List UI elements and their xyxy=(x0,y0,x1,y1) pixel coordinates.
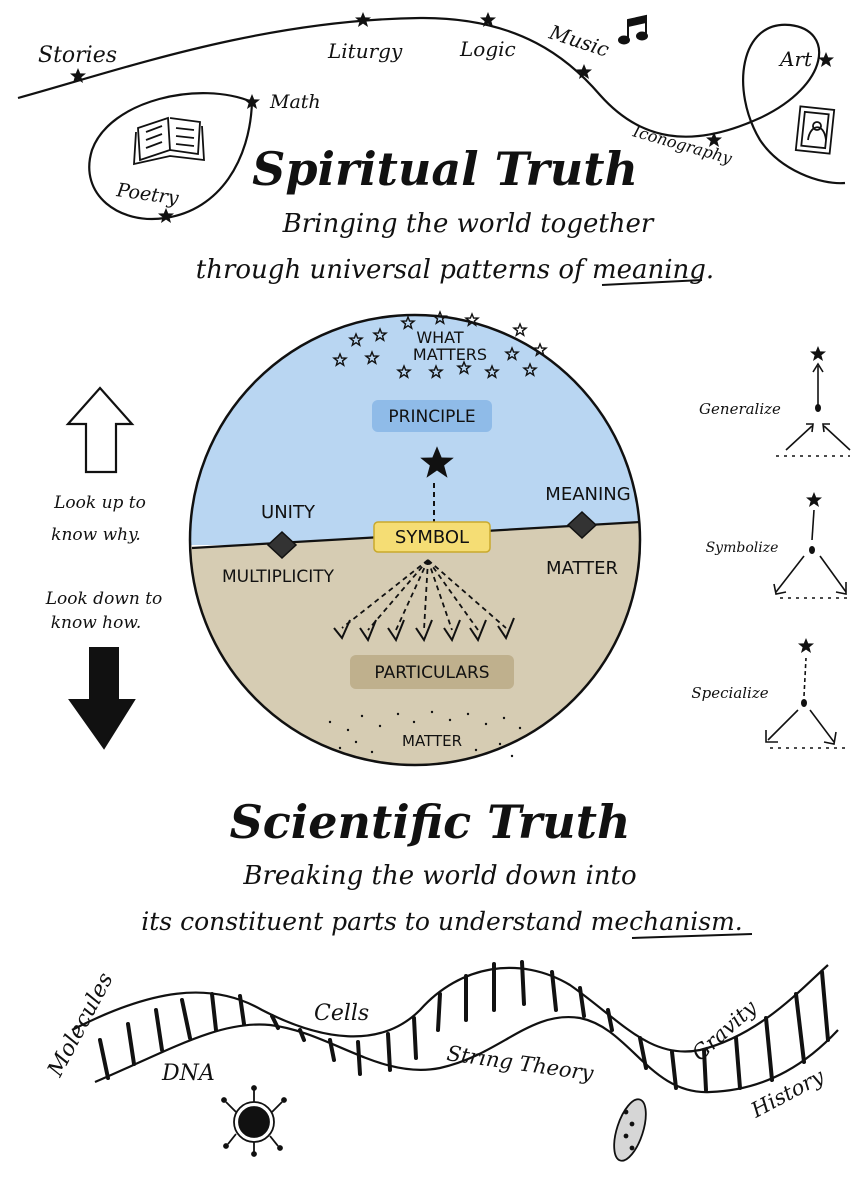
star-icon xyxy=(158,208,174,223)
meaning-label: MEANING xyxy=(545,484,630,505)
open-book-icon xyxy=(133,116,205,166)
framed-icon-picture xyxy=(794,105,836,155)
what-matters-line1: WHAT xyxy=(416,328,464,347)
particulars-label: PARTICULARS xyxy=(374,663,489,683)
generalize-diagram xyxy=(776,346,851,457)
molecule-scribble-icon xyxy=(221,1085,287,1157)
matter-right-label: MATTER xyxy=(546,558,618,579)
spiritual-path xyxy=(17,16,846,221)
meaning-underline xyxy=(601,279,703,286)
label-string-theory: String Theory xyxy=(445,1041,596,1085)
symbolize-label: Symbolize xyxy=(706,540,779,556)
principle-box xyxy=(372,400,492,432)
spiritual-subtitle-line1: Bringing the world together xyxy=(282,209,655,239)
mechanism-underline xyxy=(631,933,753,939)
scientific-subtitle-line2: its constituent parts to understand mech… xyxy=(141,907,742,936)
globe-outline xyxy=(188,313,642,767)
particular-rays xyxy=(341,559,507,631)
label-logic: Logic xyxy=(459,37,516,61)
star-icon xyxy=(818,52,834,67)
scientific-title: Scientific Truth xyxy=(230,795,631,849)
down-arrow-icon xyxy=(68,647,136,750)
label-stories: Stories xyxy=(38,43,117,68)
dna-lower-strand xyxy=(94,1015,839,1094)
cell-doodle-icon xyxy=(613,1098,647,1162)
math-poetry-loop xyxy=(88,92,254,221)
label-poetry: Poetry xyxy=(114,179,180,210)
specialize-label: Specialize xyxy=(691,684,768,702)
spiritual-title: Spiritual Truth xyxy=(252,142,638,196)
dna-upper-strand xyxy=(71,964,829,1053)
label-iconography: Iconography xyxy=(630,121,735,168)
label-liturgy: Liturgy xyxy=(327,39,403,63)
specialize-diagram xyxy=(765,638,846,749)
label-molecules: Molecules xyxy=(43,969,119,1082)
multiplicity-label: MULTIPLICITY xyxy=(222,567,335,587)
globe-ground xyxy=(190,522,640,765)
particular-checkmarks xyxy=(333,617,515,643)
label-dna: DNA xyxy=(161,1061,215,1086)
scientific-subtitle-line1: Breaking the world down into xyxy=(242,861,636,891)
dna-strand xyxy=(71,964,839,1094)
symbol-label: SYMBOL xyxy=(395,527,469,548)
dna-rungs xyxy=(98,960,830,1092)
look-up-line1: Look up to xyxy=(53,493,146,513)
label-history: History xyxy=(746,1064,829,1123)
up-arrow-icon xyxy=(65,386,135,474)
matter-dust xyxy=(328,710,522,758)
unity-diamond-icon xyxy=(266,530,298,560)
label-art: Art xyxy=(778,47,813,71)
matter-bottom-label: MATTER xyxy=(402,732,462,750)
music-note-icon xyxy=(618,14,648,45)
spiritual-subtitle-line2: through universal patterns of meaning. xyxy=(196,255,714,285)
unity-label: UNITY xyxy=(261,502,316,523)
particulars-box xyxy=(350,655,514,689)
generalize-label: Generalize xyxy=(699,400,781,418)
label-gravity: Gravity xyxy=(687,995,762,1066)
label-cells: Cells xyxy=(314,1001,369,1026)
globe: WHAT MATTERS PRINCIPLE UNITY MEANING SYM… xyxy=(188,311,642,767)
symbol-box xyxy=(373,521,491,553)
look-up-line2: know why. xyxy=(51,525,141,545)
upper-wave-line xyxy=(17,16,846,185)
what-matters-line2: MATTERS xyxy=(413,345,487,364)
label-math: Math xyxy=(269,91,321,113)
look-down-line2: know how. xyxy=(51,613,142,633)
meaning-diamond-icon xyxy=(566,510,598,540)
symbolize-diagram xyxy=(773,492,848,599)
principle-label: PRINCIPLE xyxy=(388,407,475,427)
look-down-line1: Look down to xyxy=(45,589,163,609)
